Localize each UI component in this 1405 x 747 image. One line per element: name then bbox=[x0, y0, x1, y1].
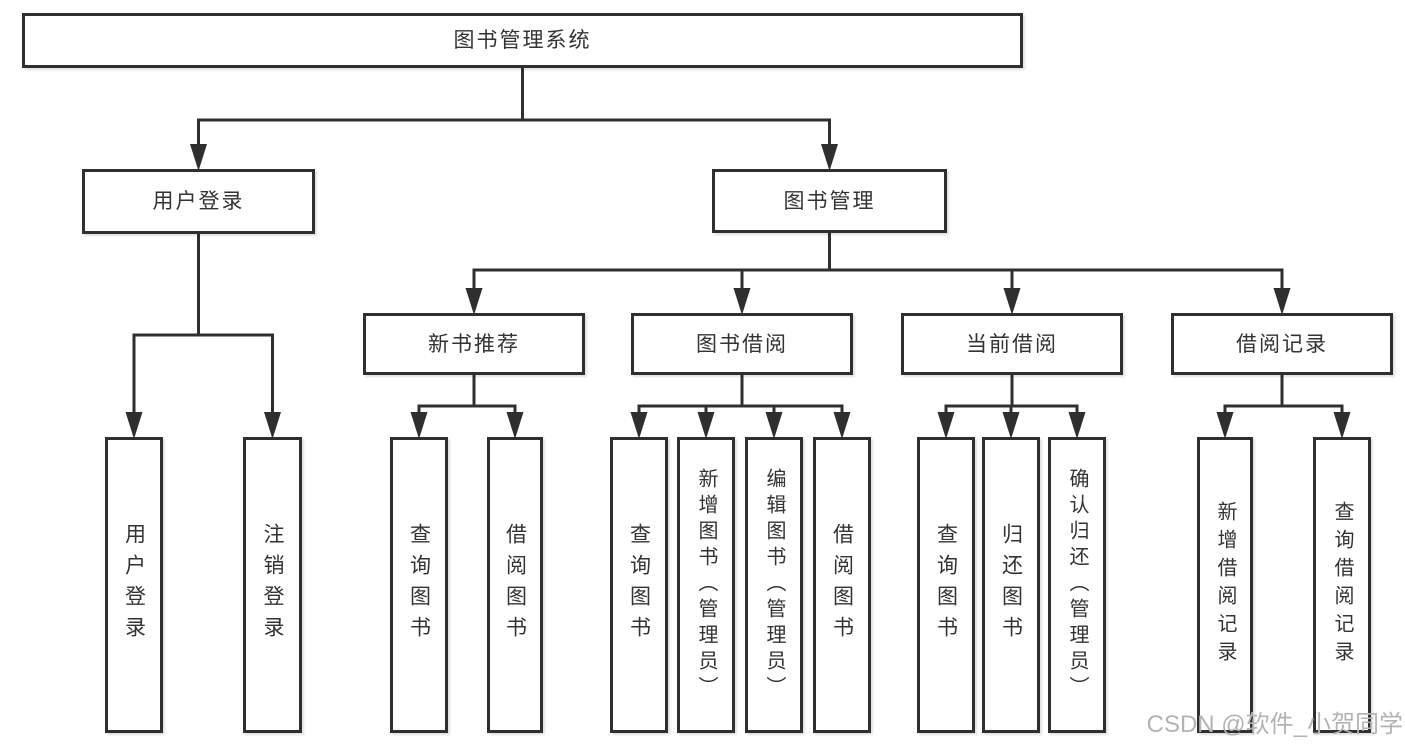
node-leaf-query-borrow-record: 查询借阅记录 bbox=[1313, 437, 1371, 733]
node-leaf-add-book-admin: 新增图书（管理员） bbox=[677, 437, 735, 733]
node-leaf-query-book-1: 查询图书 bbox=[390, 437, 448, 733]
node-leaf-add-book-admin-label: 新增图书（管理员） bbox=[695, 468, 717, 702]
node-leaf-borrow-book-1-label: 借阅图书 bbox=[503, 523, 527, 647]
node-book-mgmt-label: 图书管理 bbox=[783, 189, 876, 213]
node-new-book-rec: 新书推荐 bbox=[363, 313, 585, 375]
node-user-login-label: 用户登录 bbox=[152, 190, 245, 213]
node-leaf-logout-label: 注销登录 bbox=[261, 523, 284, 647]
node-leaf-edit-book-admin: 编辑图书（管理员） bbox=[745, 437, 803, 733]
node-borrow-records: 借阅记录 bbox=[1171, 313, 1393, 375]
node-user-login: 用户登录 bbox=[82, 169, 315, 234]
node-leaf-logout: 注销登录 bbox=[243, 437, 302, 733]
node-leaf-return-book-label: 归还图书 bbox=[999, 523, 1023, 647]
node-leaf-edit-book-admin-label: 编辑图书（管理员） bbox=[763, 468, 785, 702]
node-leaf-add-borrow-record: 新增借阅记录 bbox=[1197, 437, 1253, 733]
node-leaf-query-book-2: 查询图书 bbox=[610, 437, 668, 733]
node-leaf-confirm-return-admin: 确认归还（管理员） bbox=[1048, 437, 1106, 733]
node-leaf-query-book-2-label: 查询图书 bbox=[627, 523, 651, 647]
node-leaf-confirm-return-admin-label: 确认归还（管理员） bbox=[1066, 468, 1088, 702]
node-leaf-borrow-book-2: 借阅图书 bbox=[813, 437, 871, 733]
node-current-borrow-label: 当前借阅 bbox=[966, 332, 1058, 356]
node-leaf-borrow-book-1: 借阅图书 bbox=[487, 437, 543, 733]
node-book-mgmt: 图书管理 bbox=[712, 169, 947, 233]
node-new-book-rec-label: 新书推荐 bbox=[428, 332, 520, 356]
node-leaf-query-book-1-label: 查询图书 bbox=[407, 523, 431, 647]
watermark: CSDN @软件_小贺同学 bbox=[1146, 711, 1403, 738]
node-leaf-add-borrow-record-label: 新增借阅记录 bbox=[1214, 501, 1236, 669]
node-root: 图书管理系统 bbox=[22, 13, 1023, 68]
node-leaf-query-book-3-label: 查询图书 bbox=[934, 523, 958, 647]
node-leaf-return-book: 归还图书 bbox=[982, 437, 1040, 733]
node-leaf-borrow-book-2-label: 借阅图书 bbox=[830, 523, 854, 647]
node-book-borrow-label: 图书借阅 bbox=[696, 332, 788, 356]
node-book-borrow: 图书借阅 bbox=[631, 313, 853, 375]
node-leaf-user-login-label: 用户登录 bbox=[122, 523, 146, 647]
node-leaf-query-book-3: 查询图书 bbox=[917, 437, 975, 733]
node-current-borrow: 当前借阅 bbox=[901, 313, 1123, 375]
node-borrow-records-label: 借阅记录 bbox=[1236, 332, 1328, 356]
node-leaf-query-borrow-record-label: 查询借阅记录 bbox=[1331, 501, 1353, 669]
node-leaf-user-login: 用户登录 bbox=[105, 437, 163, 733]
node-root-label: 图书管理系统 bbox=[453, 29, 592, 52]
